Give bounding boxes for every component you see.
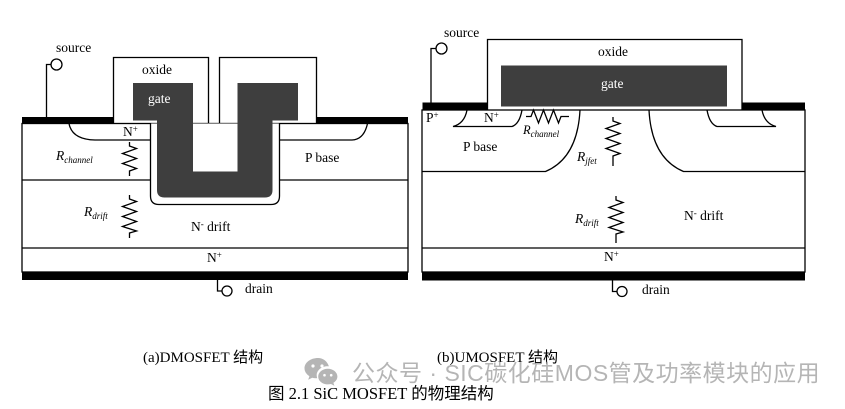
label-r-drift-b: Rdrift — [575, 211, 599, 228]
drain-terminal-a — [221, 285, 233, 297]
caption-dmosfet: (a)DMOSFET 结构 — [143, 350, 264, 366]
source-terminal-a — [50, 58, 63, 71]
p-plus-n-plus-left-b — [452, 109, 523, 128]
drain-contact-bar-b — [422, 272, 805, 281]
drain-terminal-b — [616, 285, 628, 298]
drain-wire-b — [611, 280, 617, 293]
dmosfet-cross-section — [21, 56, 409, 297]
label-source-b: source — [444, 25, 480, 40]
label-oxide-b: oxide — [598, 44, 628, 59]
label-oxide-a: oxide — [142, 62, 172, 77]
drain-wire-a — [216, 280, 222, 292]
source-wire-b — [430, 47, 436, 103]
label-n-plus-substrate-b: N+ — [604, 249, 619, 264]
label-r-jfet-b: Rjfet — [577, 149, 597, 166]
label-n-drift-b: N- drift — [684, 208, 724, 223]
label-r-drift-a: Rdrift — [84, 204, 108, 221]
label-n-plus-substrate-a: N+ — [207, 250, 222, 265]
source-contact-bar-left-b — [422, 102, 488, 110]
p-base-well-left-b — [422, 109, 581, 173]
drain-contact-bar-a — [22, 271, 408, 280]
gate-poly-a — [133, 83, 298, 198]
label-gate-a: gate — [148, 91, 171, 106]
label-drain-a: drain — [245, 281, 273, 296]
n-plus-region-left-a — [68, 123, 151, 141]
label-n-plus-source-b: N+ — [484, 110, 499, 125]
label-n-plus-source-a: N+ — [123, 124, 138, 139]
label-p-plus-b: P+ — [426, 110, 439, 125]
resistor-r-drift-b — [606, 196, 626, 243]
gate-poly-b — [501, 65, 727, 107]
source-contact-bar-right-a — [317, 117, 408, 124]
oxide-outline-b — [486, 38, 743, 110]
label-source-a: source — [56, 40, 92, 55]
figure-caption: 图 2.1 SiC MOSFET 的物理结构 — [268, 384, 494, 403]
p-plus-n-plus-right-b — [706, 109, 777, 128]
label-r-channel-a: Rchannel — [56, 148, 93, 165]
source-contact-bar-right-b — [742, 102, 805, 110]
p-base-well-right-b — [648, 109, 805, 173]
label-drain-b: drain — [642, 282, 670, 297]
resistor-r-channel-a — [120, 142, 139, 176]
label-p-base-a: P base — [305, 150, 340, 165]
source-contact-bar-left-a — [22, 117, 114, 124]
label-gate-b: gate — [601, 76, 624, 91]
n-plus-region-right-a — [279, 123, 369, 141]
caption-umosfet: (b)UMOSFET 结构 — [437, 350, 558, 366]
label-n-drift-a: N- drift — [191, 219, 231, 234]
resistor-r-jfet-b — [604, 117, 622, 166]
resistor-r-channel-b — [526, 108, 569, 125]
source-wire-a — [45, 63, 51, 117]
label-r-channel-b: Rchannel — [523, 123, 560, 139]
source-terminal-b — [435, 42, 448, 55]
resistor-r-drift-a — [120, 195, 139, 238]
label-p-base-b: P base — [463, 139, 498, 154]
umosfet-cross-section — [421, 38, 806, 298]
